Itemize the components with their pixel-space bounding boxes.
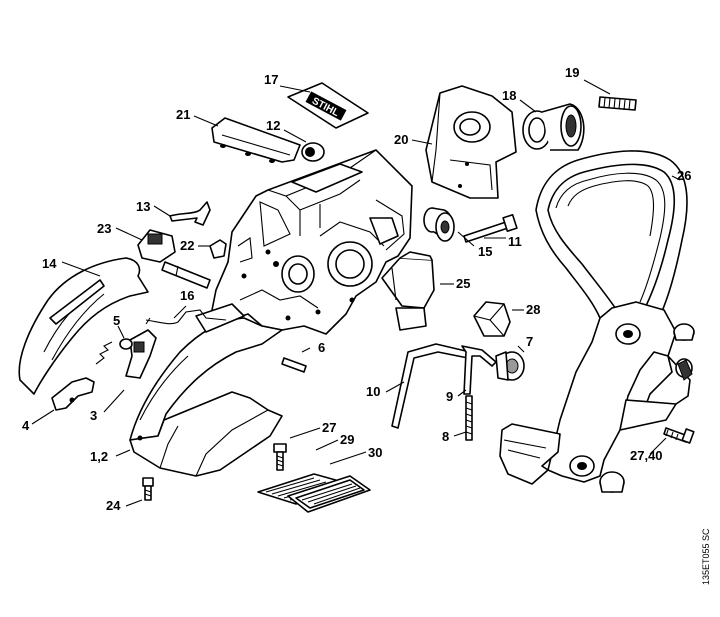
leader-lines [31,79,681,507]
part-5-spring [95,341,113,365]
part-22-clip [209,239,227,259]
part-11-bolt [463,213,518,243]
part-handle-cap-bottom [599,471,625,493]
part-9-rod [461,345,497,395]
part-19-spring [598,96,637,111]
part-12-grommet [301,142,325,162]
part-21-cover-strip [211,117,301,163]
part-3-trigger [119,329,157,379]
callout-24: 24 [106,498,121,513]
part-16-spring-wire [145,309,227,325]
part-6-pin [281,357,307,373]
callout-30: 30 [368,445,382,460]
part-23-trigger-block [137,229,211,289]
callout-20: 20 [394,132,408,147]
callout-15: 15 [478,244,492,259]
callout-labels: 17 19 18 21 12 20 26 13 23 22 11 15 14 2… [22,65,691,513]
callout-4: 4 [22,418,30,433]
drawing-code: 135ET055 SC [701,528,711,585]
callout-25: 25 [456,276,470,291]
main-housing [211,149,413,335]
part-26-front-handle [499,150,691,485]
part-27-40-screw [663,427,695,444]
callout-6: 6 [318,340,325,355]
callout-23: 23 [97,221,111,236]
part-13-lever [169,201,211,226]
callout-12: 12 [266,118,280,133]
callout-8: 8 [442,429,449,444]
part-4-interlock [51,377,95,411]
callout-26: 26 [677,168,691,183]
callout-27-40: 27,40 [630,448,663,463]
callout-27: 27 [322,420,336,435]
part-27-screw [273,443,287,471]
callout-18: 18 [502,88,516,103]
callout-7: 7 [526,334,533,349]
callout-11: 11 [508,234,522,249]
part-1-2-rear-handle [129,303,283,477]
callout-14: 14 [42,256,57,271]
part-28-clamp [473,301,511,337]
part-8-screw [465,395,473,441]
part-14-handle-cover [18,257,149,395]
callout-28: 28 [526,302,540,317]
callout-3: 3 [90,408,97,423]
callout-5: 5 [113,313,120,328]
callout-17: 17 [264,72,278,87]
part-7-switch-knob [495,351,525,381]
part-25-filter [381,251,435,331]
callout-1-2: 1,2 [90,449,108,464]
part-handle-cap-mid [675,358,693,381]
callout-13: 13 [136,199,150,214]
callout-22: 22 [180,238,194,253]
callout-29: 29 [340,432,354,447]
callout-21: 21 [176,107,190,122]
part-24-screw [142,477,154,501]
callout-9: 9 [446,389,453,404]
part-17-decal: STIHL [287,82,369,129]
part-18-intake-boot [522,103,585,151]
part-20-shroud [425,85,517,199]
part-10-rod [391,343,471,429]
callout-19: 19 [565,65,579,80]
callout-16: 16 [180,288,194,303]
part-15-bushing [423,207,455,242]
callout-10: 10 [366,384,380,399]
part-30-pad [287,475,371,513]
part-handle-cap-top [673,323,695,341]
